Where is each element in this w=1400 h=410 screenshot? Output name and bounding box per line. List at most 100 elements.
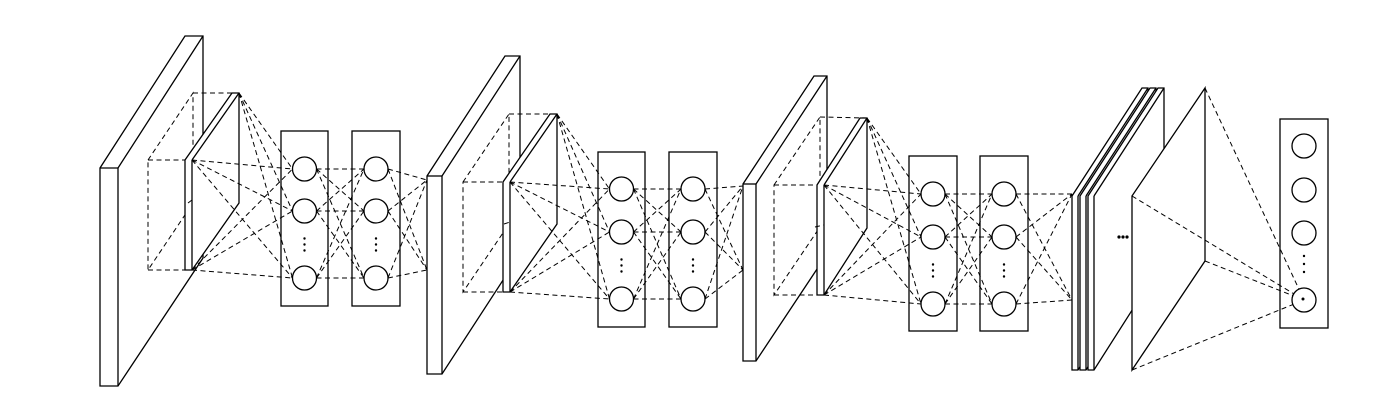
mlp-neuron bbox=[291, 265, 318, 291]
ellipsis-dot bbox=[374, 243, 378, 246]
output-neuron bbox=[1291, 177, 1317, 203]
mlp-neuron bbox=[363, 265, 389, 291]
ellipsis-dot bbox=[1125, 235, 1129, 239]
connection-line bbox=[633, 188, 682, 233]
mlp-neuron bbox=[291, 156, 318, 182]
ellipsis-dot bbox=[303, 237, 306, 240]
connection-line bbox=[704, 231, 744, 271]
ellipsis-dot bbox=[691, 270, 695, 273]
ellipsis-dot bbox=[1002, 269, 1006, 272]
connection-line bbox=[1015, 193, 1073, 238]
connection-line bbox=[187, 199, 193, 204]
ellipsis-dot bbox=[931, 263, 935, 266]
mlp-neuron bbox=[363, 156, 389, 182]
connection-line bbox=[944, 236, 993, 305]
connection-line bbox=[1015, 193, 1073, 305]
connection-line bbox=[316, 168, 365, 212]
receptive-field bbox=[773, 115, 821, 297]
connection-line bbox=[704, 185, 744, 190]
stage-1 bbox=[99, 35, 428, 387]
ellipsis-dot bbox=[931, 269, 935, 272]
connection-line bbox=[387, 179, 428, 279]
ellipsis-dot bbox=[303, 243, 306, 246]
connection-line bbox=[823, 294, 922, 305]
connection-line bbox=[1204, 260, 1305, 301]
ellipsis-dot bbox=[374, 237, 378, 240]
mlp-neuron bbox=[680, 219, 706, 245]
connection-line bbox=[633, 188, 682, 300]
connection-line bbox=[704, 185, 744, 233]
connection-line bbox=[238, 92, 293, 170]
feature-map-edge bbox=[117, 35, 204, 169]
receptive-field bbox=[462, 112, 510, 294]
ellipsis-dot bbox=[1117, 235, 1121, 239]
ellipsis-dot bbox=[1302, 262, 1306, 266]
feature-map-edge bbox=[191, 92, 240, 161]
stage-2 bbox=[426, 55, 744, 375]
output-neuron bbox=[1291, 220, 1317, 246]
connection-line bbox=[191, 210, 293, 271]
connection-line bbox=[633, 231, 682, 300]
connection-line bbox=[387, 210, 428, 271]
connection-line bbox=[704, 188, 744, 271]
mlp-neuron bbox=[920, 224, 946, 250]
connection-line bbox=[944, 193, 993, 305]
ellipsis-dot bbox=[691, 264, 695, 267]
mlp-neuron bbox=[920, 181, 946, 207]
ellipsis-dot bbox=[931, 275, 935, 278]
connection-line bbox=[191, 159, 293, 212]
connection-line bbox=[509, 291, 610, 300]
feature-map-edge bbox=[1085, 87, 1157, 197]
connection-line bbox=[1015, 299, 1073, 305]
connection-line bbox=[1204, 87, 1305, 301]
connection-line bbox=[509, 181, 610, 233]
feature-map-edge bbox=[755, 75, 828, 185]
connection-line bbox=[633, 188, 682, 233]
connection-line bbox=[387, 168, 428, 181]
ellipsis-dot bbox=[1301, 297, 1305, 301]
connection-line bbox=[944, 193, 993, 238]
ellipsis-dot bbox=[1002, 275, 1006, 278]
mlp-neuron bbox=[291, 198, 318, 224]
mlp-neuron bbox=[608, 286, 635, 312]
connection-line bbox=[509, 181, 610, 300]
connection-line bbox=[823, 184, 922, 238]
connection-line bbox=[316, 168, 365, 212]
ellipsis-dot bbox=[1121, 235, 1125, 239]
connection-line bbox=[556, 113, 610, 300]
ellipsis-dot bbox=[620, 270, 623, 273]
connection-line bbox=[556, 113, 610, 190]
feature-map-edge bbox=[823, 117, 868, 186]
mlp-neuron bbox=[363, 198, 389, 224]
connection-line bbox=[944, 193, 993, 238]
feature-map-edge bbox=[1077, 87, 1149, 197]
final-block bbox=[1071, 85, 1329, 373]
connection-line bbox=[866, 117, 922, 238]
stage-3 bbox=[742, 75, 1073, 362]
connection-line bbox=[866, 117, 922, 305]
connection-line bbox=[823, 184, 922, 305]
feature-map-edge bbox=[509, 113, 558, 183]
ellipsis-dot bbox=[691, 258, 695, 261]
mlp-neuron bbox=[991, 181, 1017, 207]
mlp-neuron bbox=[991, 224, 1017, 250]
connection-line bbox=[823, 236, 922, 296]
connection-line bbox=[814, 224, 825, 228]
connection-line bbox=[503, 221, 511, 225]
connection-line bbox=[823, 184, 922, 195]
connection-line bbox=[316, 168, 365, 279]
connection-line bbox=[944, 236, 993, 305]
connection-line bbox=[316, 210, 365, 279]
ellipsis-dot bbox=[620, 258, 623, 261]
ellipsis-dot bbox=[374, 249, 378, 252]
ellipsis-dot bbox=[1302, 254, 1306, 258]
ellipsis-dot bbox=[1302, 270, 1306, 274]
mlp-neuron bbox=[680, 176, 706, 202]
connection-line bbox=[387, 168, 428, 271]
feature-map-edge bbox=[441, 55, 521, 177]
connection-line bbox=[866, 117, 922, 195]
connection-line bbox=[704, 185, 744, 300]
connection-line bbox=[191, 159, 293, 279]
connection-line bbox=[509, 231, 610, 293]
